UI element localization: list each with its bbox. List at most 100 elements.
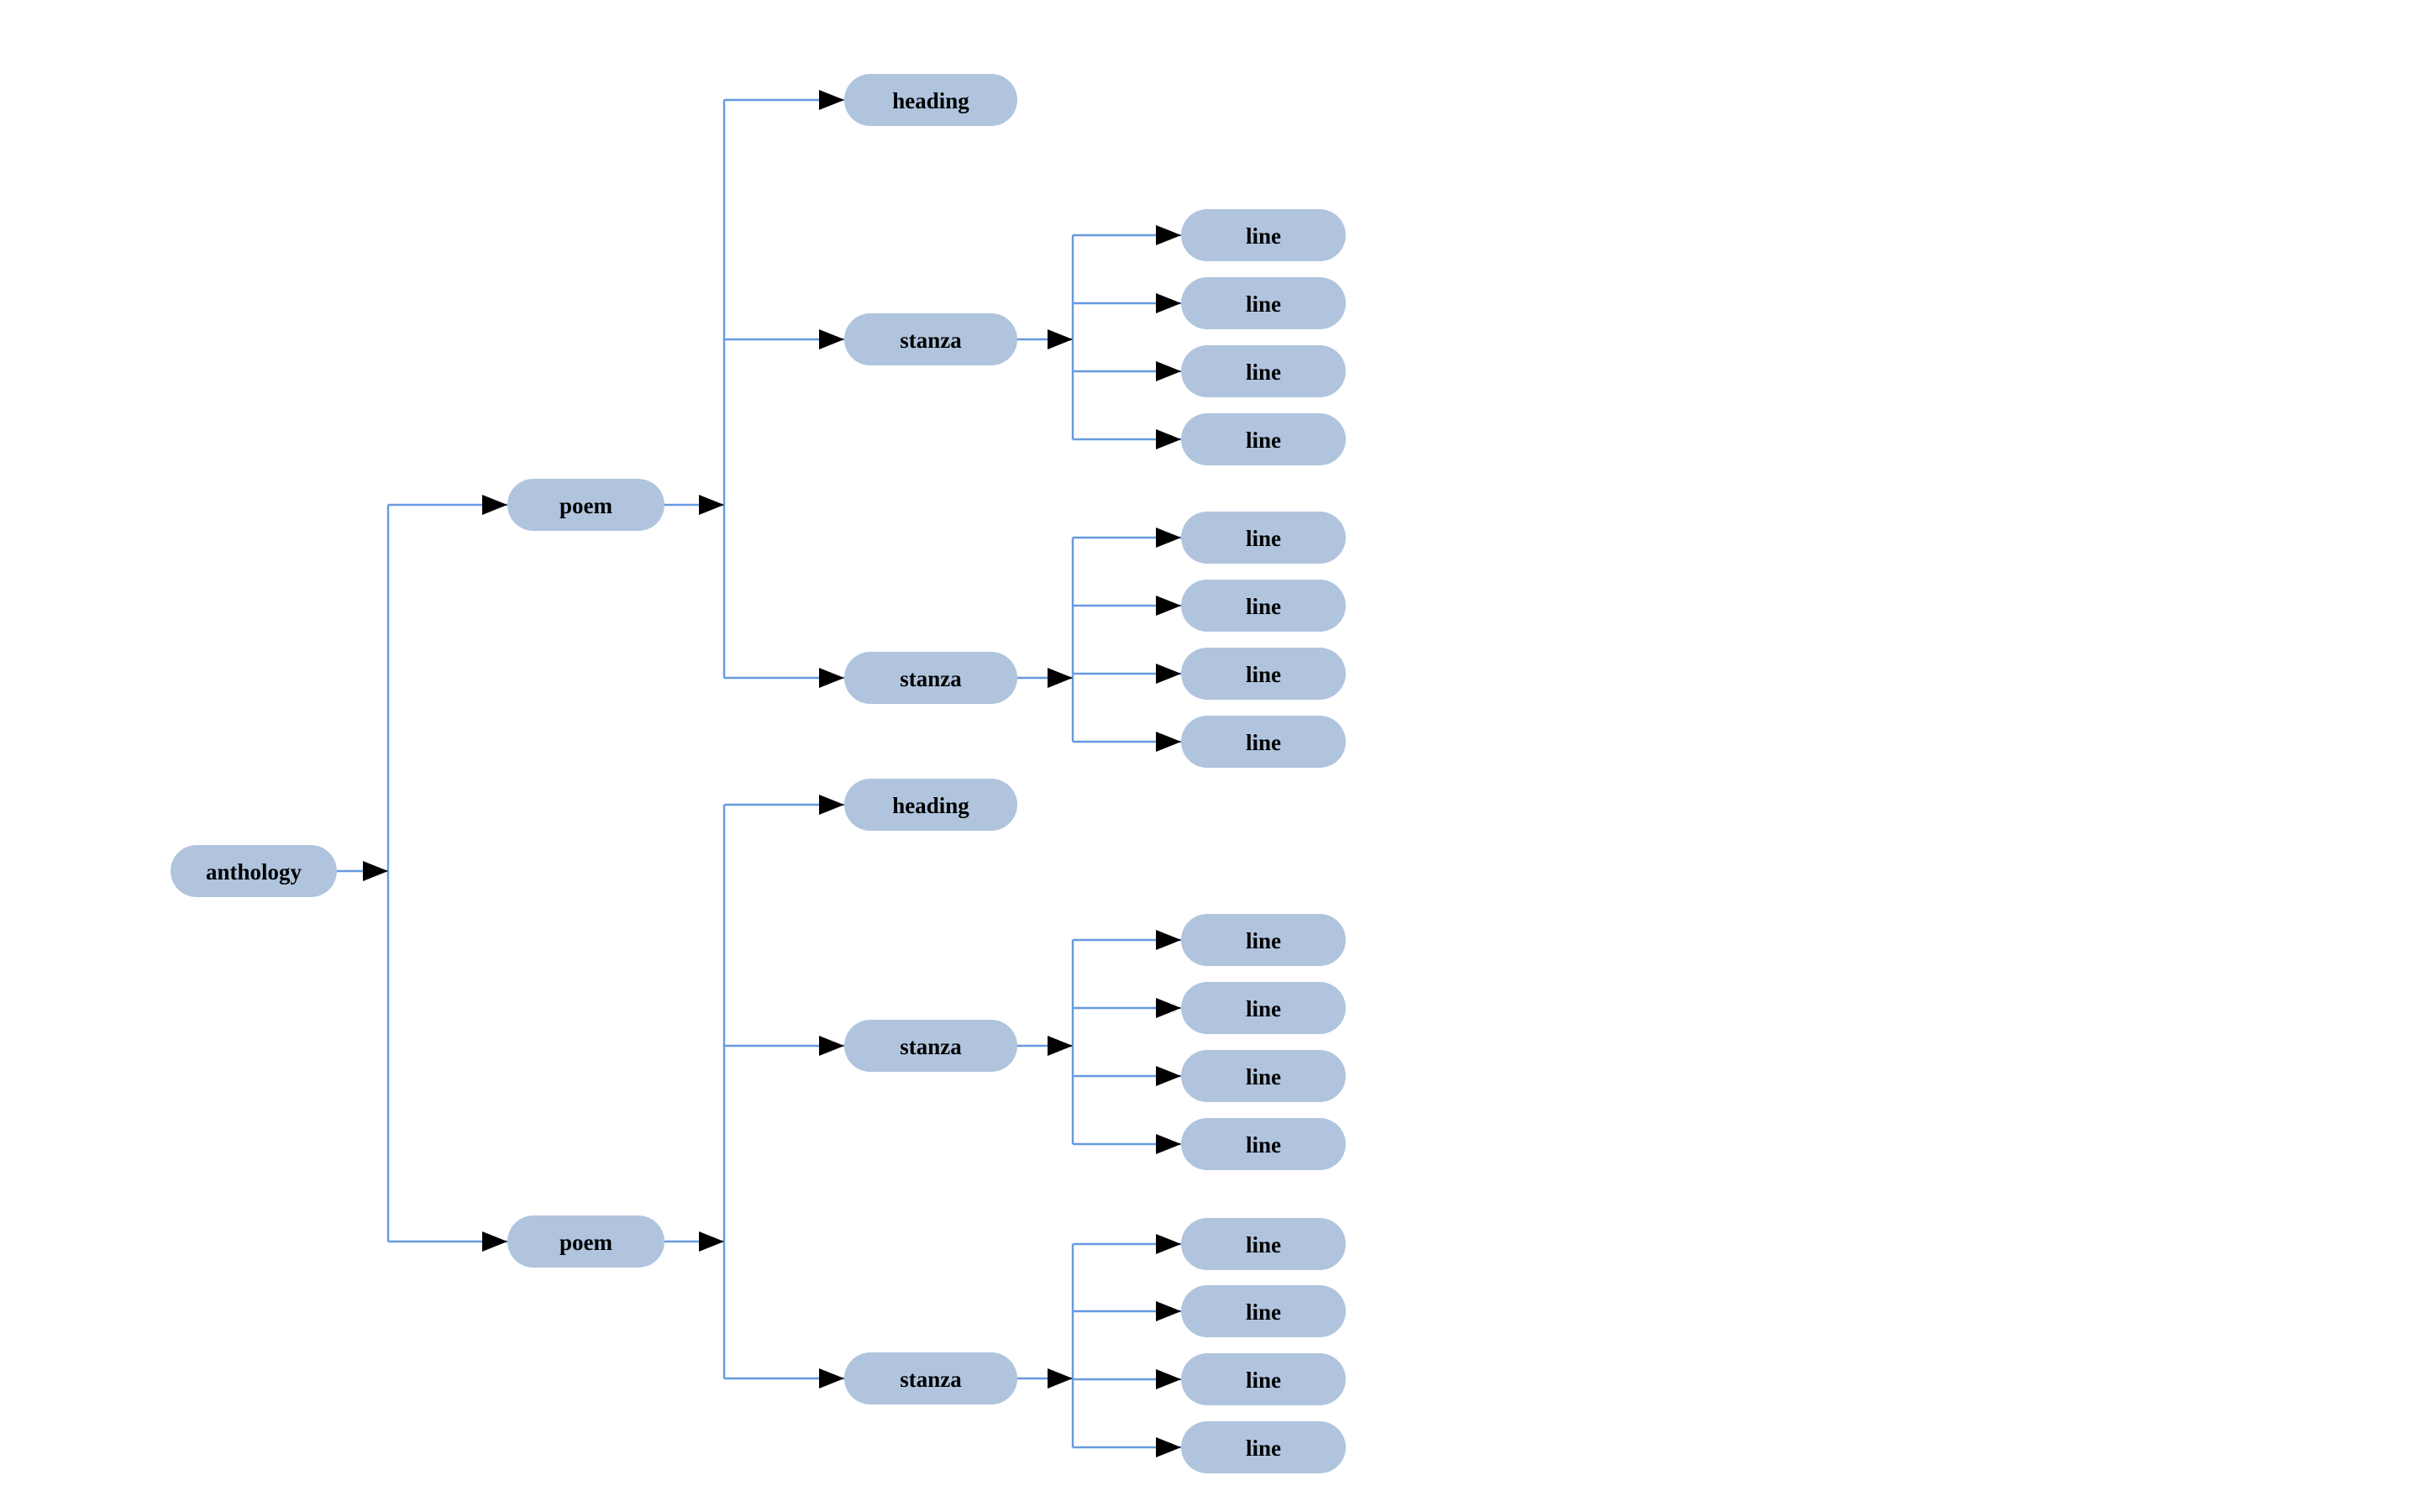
arrowhead-heading2 xyxy=(819,795,844,815)
node-shape-line7 xyxy=(1181,648,1346,700)
node-line7[interactable]: line xyxy=(1181,648,1346,700)
node-label-line10: line xyxy=(1246,996,1281,1021)
node-shape-line15 xyxy=(1181,1353,1346,1405)
node-shape-line1 xyxy=(1181,209,1346,261)
node-line11[interactable]: line xyxy=(1181,1050,1346,1102)
node-stanza2[interactable]: stanza xyxy=(844,652,1017,704)
node-label-line15: line xyxy=(1246,1368,1281,1393)
node-line2[interactable]: line xyxy=(1181,277,1346,329)
node-shape-line13 xyxy=(1181,1218,1346,1270)
node-heading2[interactable]: heading xyxy=(844,779,1017,831)
node-shape-stanza4 xyxy=(844,1352,1017,1404)
node-shape-line8 xyxy=(1181,716,1346,768)
node-stanza1[interactable]: stanza xyxy=(844,313,1017,365)
arrowhead-line15 xyxy=(1156,1369,1181,1389)
arrowhead-line1 xyxy=(1156,225,1181,245)
node-heading1[interactable]: heading xyxy=(844,74,1017,126)
node-label-poem1: poem xyxy=(559,493,613,518)
node-shape-line12 xyxy=(1181,1118,1346,1170)
node-label-line9: line xyxy=(1246,928,1281,953)
node-label-line7: line xyxy=(1246,662,1281,687)
node-shape-heading2 xyxy=(844,779,1017,831)
node-shape-stanza1 xyxy=(844,313,1017,365)
node-shape-anthology xyxy=(171,845,337,897)
node-label-stanza3: stanza xyxy=(900,1034,962,1059)
node-stanza3[interactable]: stanza xyxy=(844,1020,1017,1072)
node-stanza4[interactable]: stanza xyxy=(844,1352,1017,1404)
node-anthology[interactable]: anthology xyxy=(171,845,337,897)
node-label-heading2: heading xyxy=(892,793,969,818)
node-shape-line11 xyxy=(1181,1050,1346,1102)
node-label-stanza2: stanza xyxy=(900,666,962,691)
arrowhead-line4 xyxy=(1156,429,1181,449)
arrowhead-line6 xyxy=(1156,596,1181,616)
node-label-line1: line xyxy=(1246,223,1281,249)
arrowhead-trunk-g-poem1 xyxy=(699,495,724,515)
arrowhead-trunk-g-anthology xyxy=(363,861,388,881)
node-label-heading1: heading xyxy=(892,88,969,113)
arrowhead-line5 xyxy=(1156,528,1181,548)
node-line14[interactable]: line xyxy=(1181,1285,1346,1337)
arrowheads-layer xyxy=(363,90,1181,1457)
arrowhead-stanza1 xyxy=(819,329,844,349)
arrowhead-line3 xyxy=(1156,361,1181,381)
node-label-line6: line xyxy=(1246,594,1281,619)
node-line16[interactable]: line xyxy=(1181,1421,1346,1473)
node-line8[interactable]: line xyxy=(1181,716,1346,768)
node-label-line3: line xyxy=(1246,360,1281,385)
node-label-line12: line xyxy=(1246,1132,1281,1158)
node-shape-poem1 xyxy=(507,479,664,531)
arrowhead-line13 xyxy=(1156,1234,1181,1254)
arrowhead-line12 xyxy=(1156,1134,1181,1154)
node-label-anthology: anthology xyxy=(206,859,302,885)
node-line1[interactable]: line xyxy=(1181,209,1346,261)
node-shape-stanza3 xyxy=(844,1020,1017,1072)
node-poem2[interactable]: poem xyxy=(507,1215,664,1268)
node-line4[interactable]: line xyxy=(1181,413,1346,465)
node-shape-line9 xyxy=(1181,914,1346,966)
node-shape-line14 xyxy=(1181,1285,1346,1337)
node-shape-line5 xyxy=(1181,512,1346,564)
node-poem1[interactable]: poem xyxy=(507,479,664,531)
arrowhead-line16 xyxy=(1156,1437,1181,1457)
node-line10[interactable]: line xyxy=(1181,982,1346,1034)
node-line9[interactable]: line xyxy=(1181,914,1346,966)
arrowhead-trunk-g-stanza3 xyxy=(1048,1036,1073,1056)
arrowhead-line2 xyxy=(1156,293,1181,313)
node-line6[interactable]: line xyxy=(1181,580,1346,632)
arrowhead-line9 xyxy=(1156,930,1181,950)
arrowhead-heading1 xyxy=(819,90,844,110)
node-line12[interactable]: line xyxy=(1181,1118,1346,1170)
node-label-line2: line xyxy=(1246,291,1281,317)
arrowhead-trunk-g-stanza1 xyxy=(1048,329,1073,349)
node-label-line14: line xyxy=(1246,1299,1281,1325)
arrowhead-trunk-g-stanza4 xyxy=(1048,1368,1073,1389)
nodes-layer: anthology poem poem heading stanza stanza head… xyxy=(171,74,1346,1473)
node-label-line13: line xyxy=(1246,1232,1281,1257)
node-shape-line3 xyxy=(1181,345,1346,397)
node-shape-line4 xyxy=(1181,413,1346,465)
node-line13[interactable]: line xyxy=(1181,1218,1346,1270)
arrowhead-stanza2 xyxy=(819,668,844,688)
node-shape-line2 xyxy=(1181,277,1346,329)
arrowhead-line7 xyxy=(1156,664,1181,684)
node-line5[interactable]: line xyxy=(1181,512,1346,564)
node-label-line8: line xyxy=(1246,730,1281,755)
node-label-stanza1: stanza xyxy=(900,328,962,353)
node-shape-line16 xyxy=(1181,1421,1346,1473)
arrowhead-stanza3 xyxy=(819,1036,844,1056)
arrowhead-poem2 xyxy=(482,1231,507,1252)
node-line15[interactable]: line xyxy=(1181,1353,1346,1405)
node-label-line16: line xyxy=(1246,1436,1281,1461)
arrowhead-line11 xyxy=(1156,1066,1181,1086)
arrowhead-line8 xyxy=(1156,732,1181,752)
arrowhead-trunk-g-stanza2 xyxy=(1048,668,1073,688)
arrowhead-trunk-g-poem2 xyxy=(699,1231,724,1252)
node-label-line11: line xyxy=(1246,1064,1281,1089)
node-shape-heading1 xyxy=(844,74,1017,126)
node-line3[interactable]: line xyxy=(1181,345,1346,397)
arrowhead-line14 xyxy=(1156,1301,1181,1321)
arrowhead-line10 xyxy=(1156,998,1181,1018)
